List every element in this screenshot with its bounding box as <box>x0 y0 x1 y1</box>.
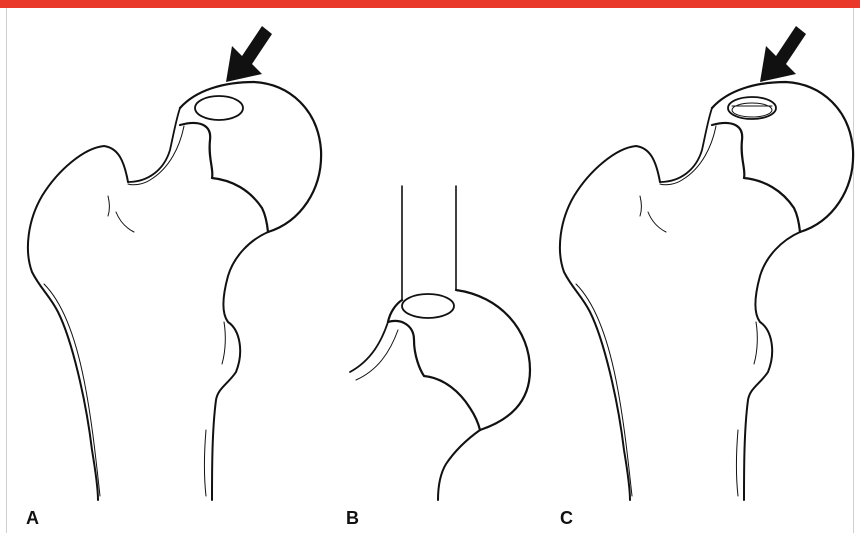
panel-b-growth-plate <box>388 321 480 430</box>
panel-b-drill-rod <box>402 186 456 300</box>
panel-b-drill-tip <box>402 294 454 318</box>
panel-b-femoral-head <box>388 290 530 430</box>
panel-c-greater-trochanter <box>560 146 660 500</box>
panel-label-c: C <box>560 508 573 529</box>
panel-a-drill-hole <box>195 96 243 120</box>
panel-label-b: B <box>346 508 359 529</box>
panel-a-growth-plate <box>180 123 268 232</box>
panel-a-arrow-icon <box>226 26 272 82</box>
panel-c-femoral-head <box>712 82 853 232</box>
panel-a-femur <box>28 26 321 500</box>
panel-a-femoral-head <box>180 82 321 232</box>
panel-c-medial-shaft <box>744 232 800 500</box>
panel-c-femur <box>560 26 853 500</box>
panel-c-bone-plug <box>728 97 776 119</box>
panel-label-a: A <box>26 508 39 529</box>
panel-c-arrow-icon <box>760 26 806 82</box>
panel-a-medial-shaft <box>212 232 268 500</box>
panel-a-neck-upper <box>128 108 180 182</box>
panel-a-greater-trochanter <box>28 146 128 500</box>
panel-b-femur <box>350 186 530 500</box>
panel-c-growth-plate <box>712 123 800 232</box>
